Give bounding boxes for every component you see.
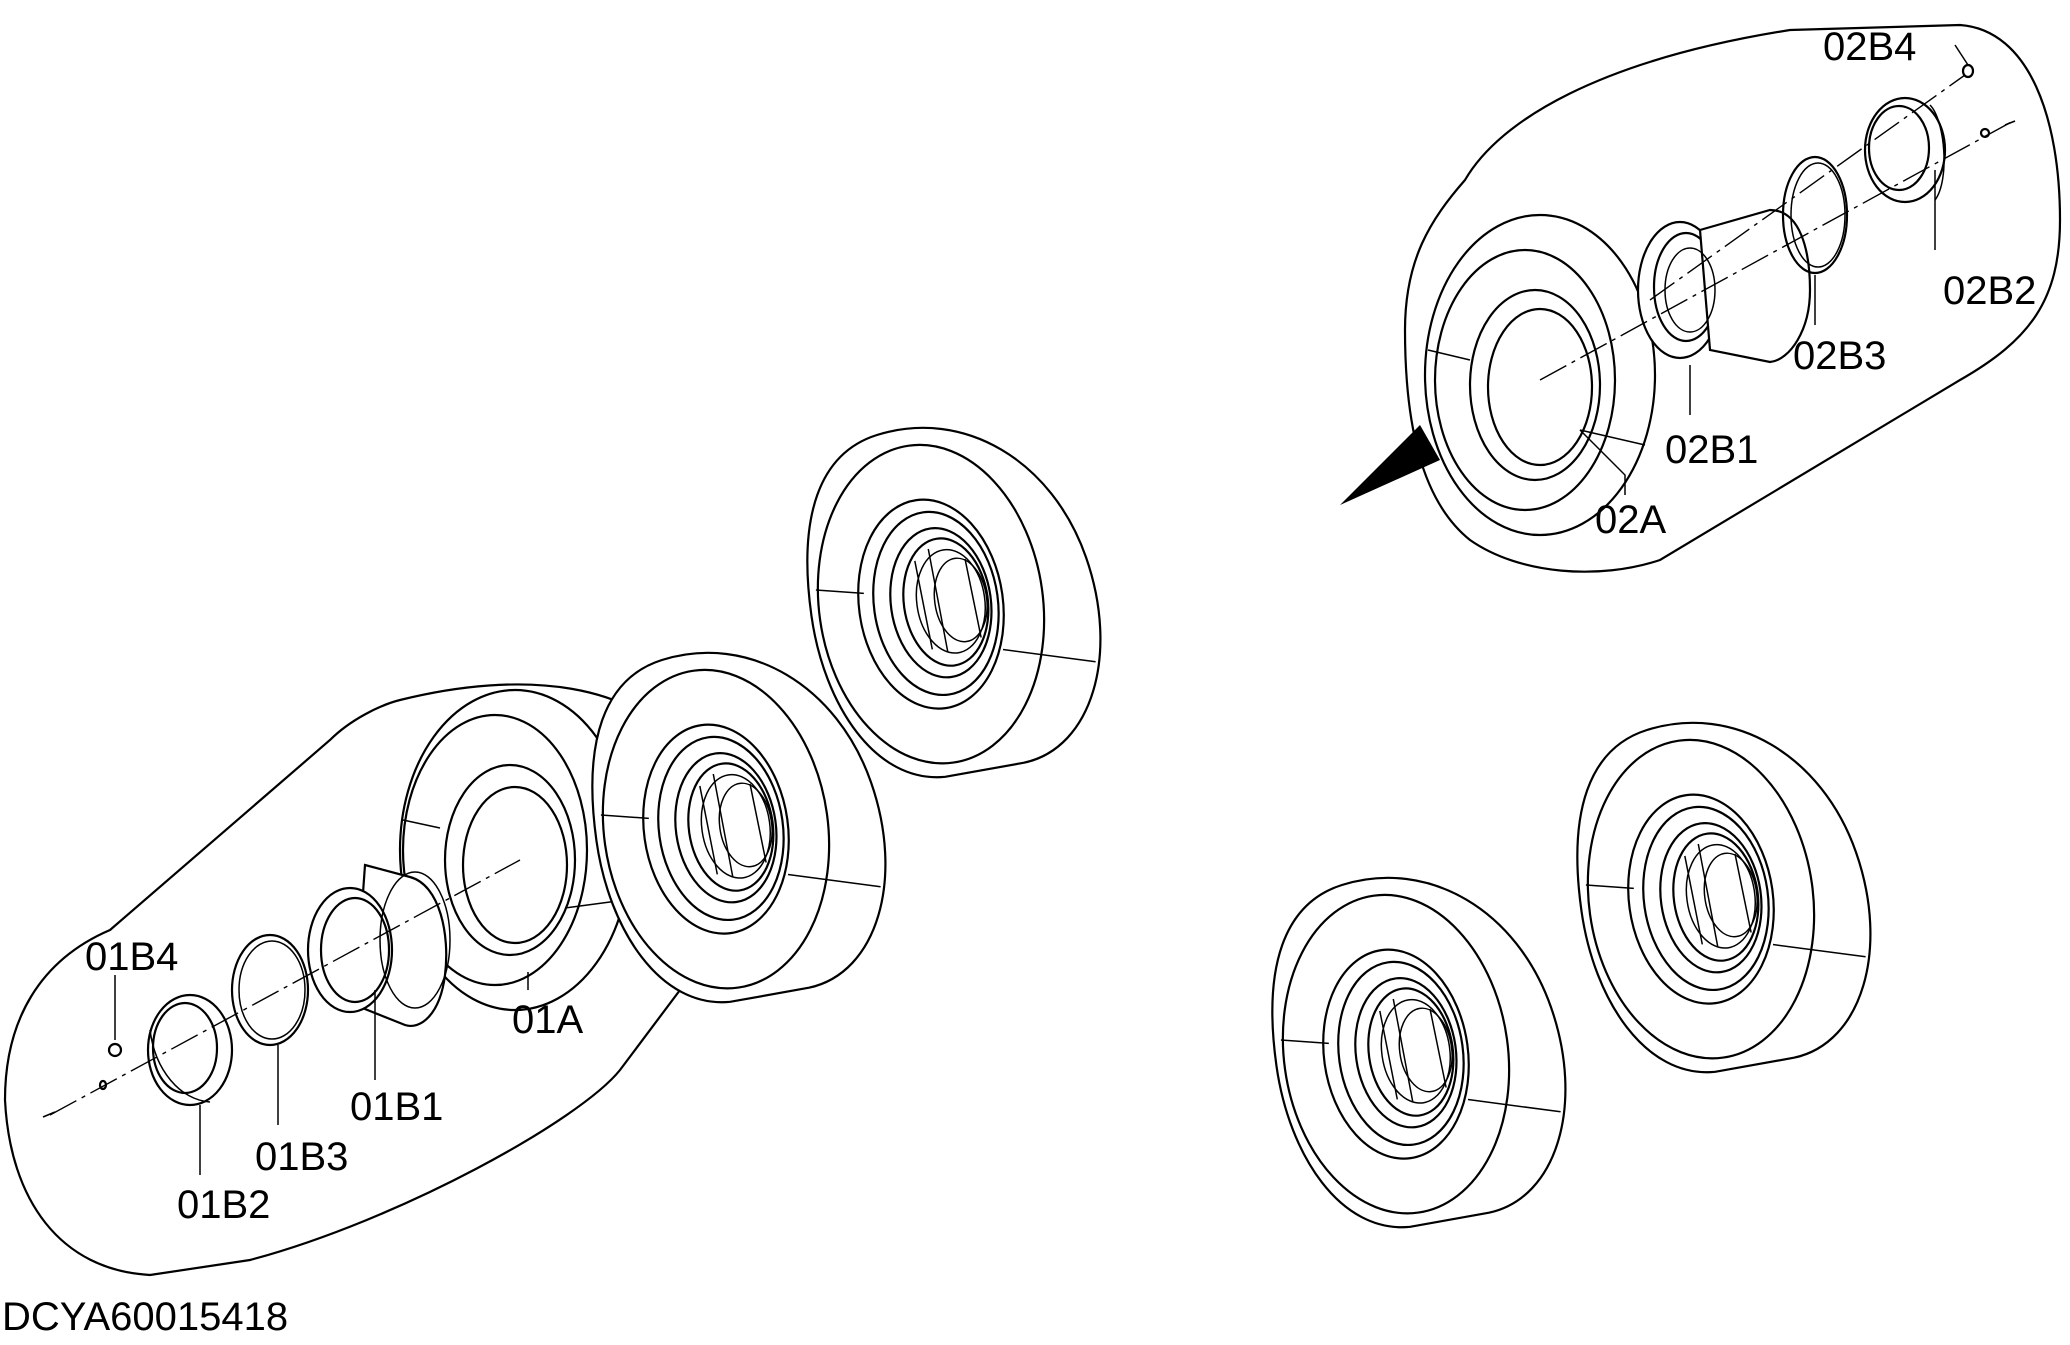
callout-01A: 01A [512,998,583,1042]
callout-01B3: 01B3 [255,1135,348,1179]
figure-code: DCYA60015418 [2,1295,288,1339]
wheel-rear-right [1558,701,1889,1087]
callout-01B1: 01B1 [350,1085,443,1129]
callout-01B4: 01B4 [85,935,178,979]
callout-01B2: 01B2 [177,1183,270,1227]
detail-bubble-01 [3,683,810,1277]
callout-02A: 02A [1595,498,1666,542]
callout-02B3: 02B3 [1793,334,1886,378]
callout-02B1: 02B1 [1665,428,1758,472]
callout-02B2: 02B2 [1943,269,2036,313]
wheel-rear-left [1253,856,1584,1242]
callout-02B4: 02B4 [1823,25,1916,69]
detail-bubble-02 [1340,23,2062,573]
